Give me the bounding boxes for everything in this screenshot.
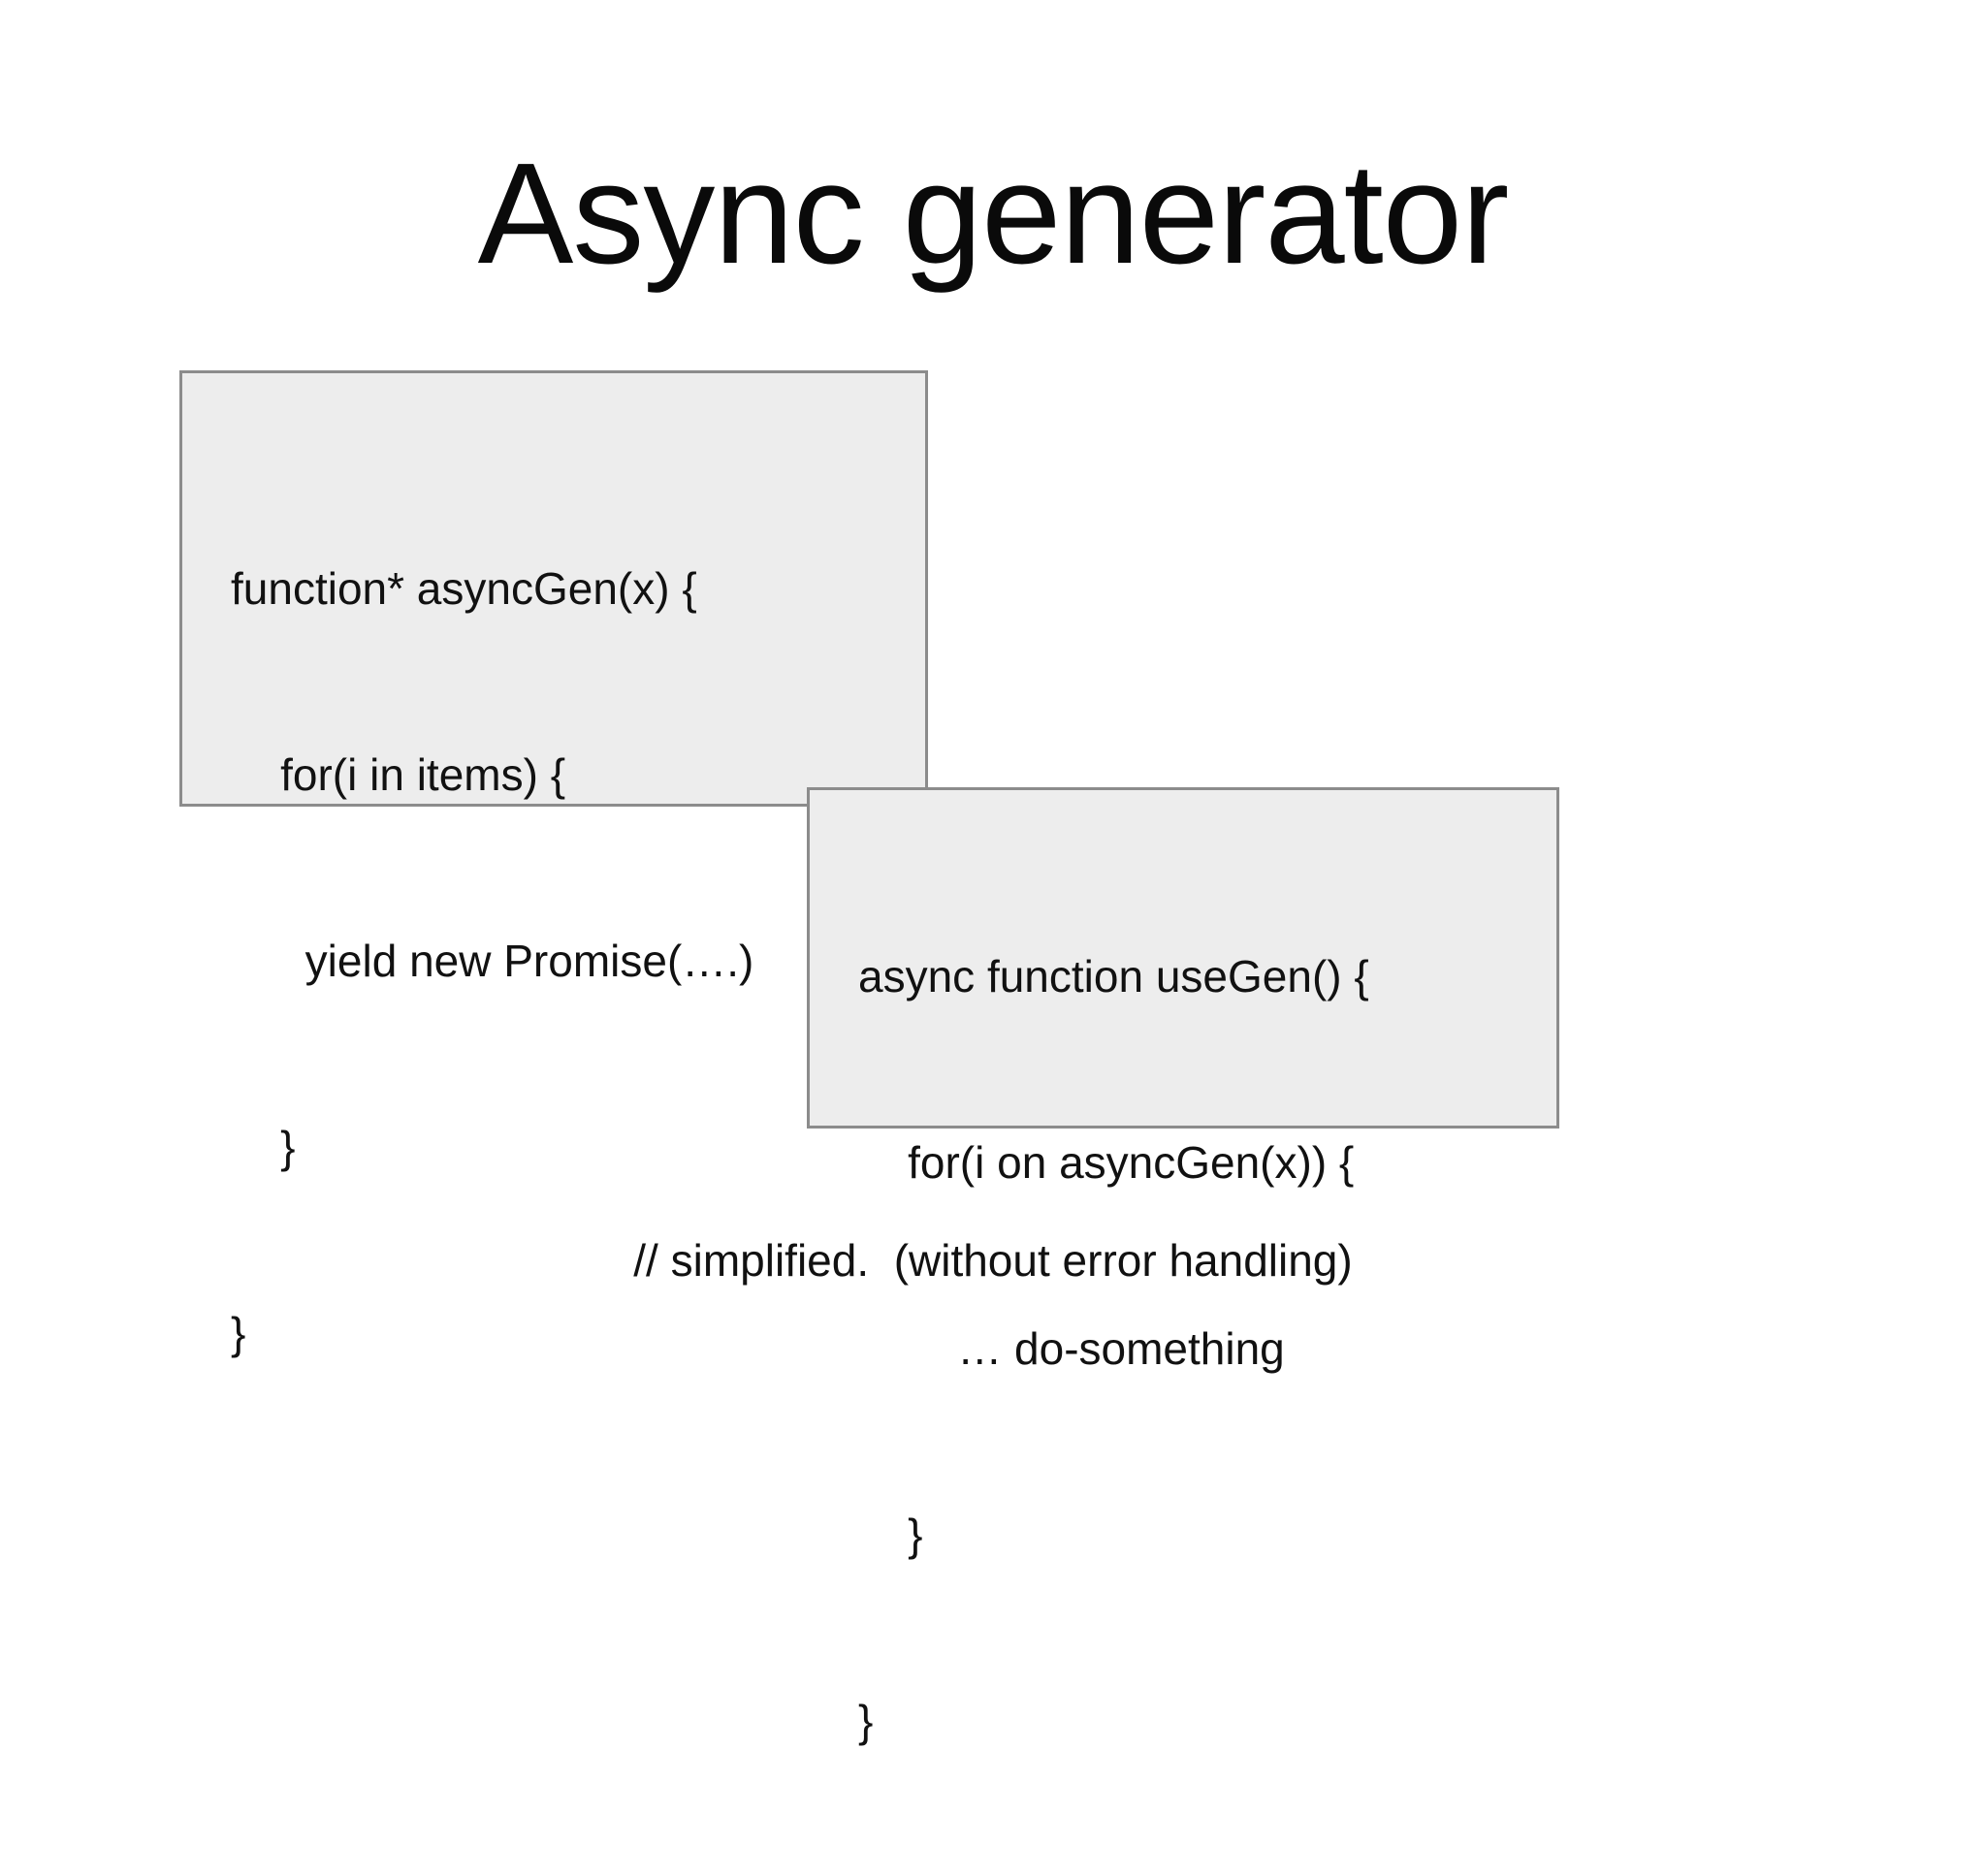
code-line: yield new Promise(….) [231, 936, 754, 986]
slide-canvas: Async generator function* asyncGen(x) { … [179, 134, 1559, 1746]
code-line: } [858, 1510, 923, 1560]
page-title: Async generator [477, 134, 1510, 294]
code-line: for(i on asyncGen(x)) { [858, 1137, 1355, 1188]
code-line: } [231, 1122, 296, 1172]
footnote-caption: // simplified. (without error handling) [633, 1235, 1353, 1286]
code-line: } [858, 1696, 874, 1746]
code-block-async-generator: function* asyncGen(x) { for(i in items) … [179, 370, 928, 1358]
code-lines-1: function* asyncGen(x) { for(i in items) … [182, 373, 974, 1488]
code-line: } [231, 1308, 246, 1358]
code-line: async function useGen() { [858, 951, 1369, 1002]
code-line: … do-something [858, 1323, 1285, 1374]
code-line: function* asyncGen(x) { [231, 563, 697, 614]
code-line: for(i in items) { [231, 749, 566, 800]
code-block-use-generator: async function useGen() { for(i on async… [807, 787, 1559, 1746]
code-lines-2: async function useGen() { for(i on async… [810, 790, 1605, 1876]
